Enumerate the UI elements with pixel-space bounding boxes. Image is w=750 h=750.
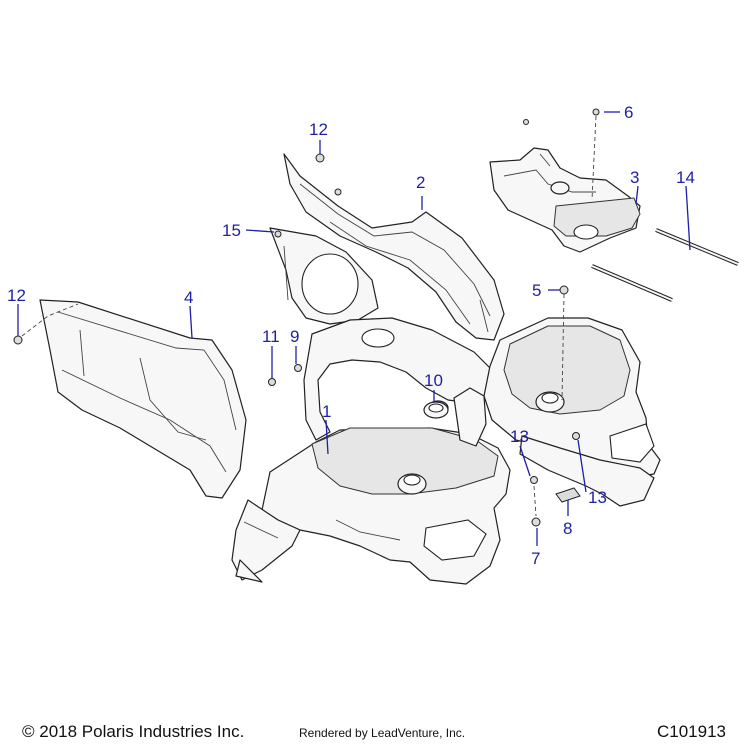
callout-7: 7	[531, 549, 540, 568]
callout-10: 10	[424, 371, 443, 390]
callout-4: 4	[184, 288, 193, 307]
callout-3: 3	[630, 168, 639, 187]
part-15-splash-shield	[269, 227, 379, 325]
copyright-text: © 2018 Polaris Industries Inc.	[22, 722, 245, 741]
footer: © 2018 Polaris Industries Inc. Rendered …	[0, 722, 750, 746]
callout-5: 5	[532, 281, 541, 300]
callout-12-left: 12	[7, 286, 26, 305]
part-1-front-body	[231, 317, 511, 585]
callout-14: 14	[676, 168, 695, 187]
callout-2: 2	[416, 173, 425, 192]
rendered-by-text: Rendered by LeadVenture, Inc.	[299, 726, 466, 740]
callout-13-right: 13	[588, 488, 607, 507]
figure-id: C101913	[656, 722, 726, 741]
callout-11: 11	[262, 327, 280, 346]
callout-13-left: 13	[510, 427, 529, 446]
part-14-rod	[591, 228, 739, 302]
part-1-right-module	[453, 317, 661, 507]
callout-labels: 1 2 3 4 5 6 7 8 9 10 11 12 12 13 13 14 1…	[7, 103, 695, 568]
part-4-side-panel	[21, 299, 247, 499]
callout-1: 1	[322, 402, 331, 421]
leader-lines	[17, 111, 691, 546]
fasteners	[13, 108, 600, 527]
callout-9: 9	[290, 327, 299, 346]
callout-15: 15	[222, 221, 241, 240]
part-10-grommet	[423, 401, 449, 419]
part-2-fender-flap	[283, 153, 505, 341]
callout-8: 8	[563, 519, 572, 538]
part-3-rear-tray	[489, 147, 641, 253]
callout-12-top: 12	[309, 120, 328, 139]
callout-6: 6	[624, 103, 633, 122]
